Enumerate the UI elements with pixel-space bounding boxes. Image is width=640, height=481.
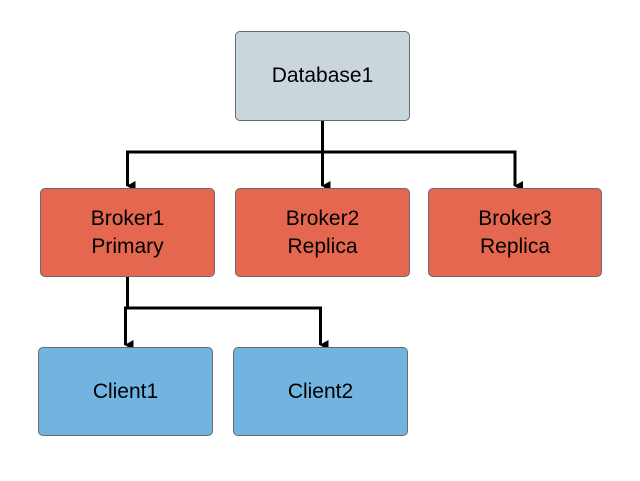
broker3-role-label: Replica	[479, 234, 551, 258]
broker3-label: Broker3	[478, 206, 552, 230]
broker1-label: Broker1	[90, 206, 165, 230]
broker3-node[interactable]: Broker3 Replica	[428, 188, 602, 277]
client2-label: Client2	[287, 379, 354, 403]
edge-database1-to-broker3	[321, 121, 523, 191]
database1-node[interactable]: Database1	[235, 31, 410, 121]
edge-broker1-to-client2	[126, 277, 329, 350]
broker2-node[interactable]: Broker2 Replica	[235, 188, 410, 277]
edge-database1-to-broker1	[126, 121, 324, 191]
client1-node[interactable]: Client1	[38, 347, 213, 436]
edge-group	[124, 121, 523, 350]
client2-node[interactable]: Client2	[233, 347, 408, 436]
database1-label: Database1	[271, 64, 374, 87]
client1-label: Client1	[92, 379, 159, 403]
broker2-role-label: Replica	[287, 234, 358, 258]
broker1-node[interactable]: Broker1 Primary	[40, 188, 215, 277]
broker1-role-label: Primary	[91, 234, 164, 258]
broker2-label: Broker2	[285, 206, 360, 230]
